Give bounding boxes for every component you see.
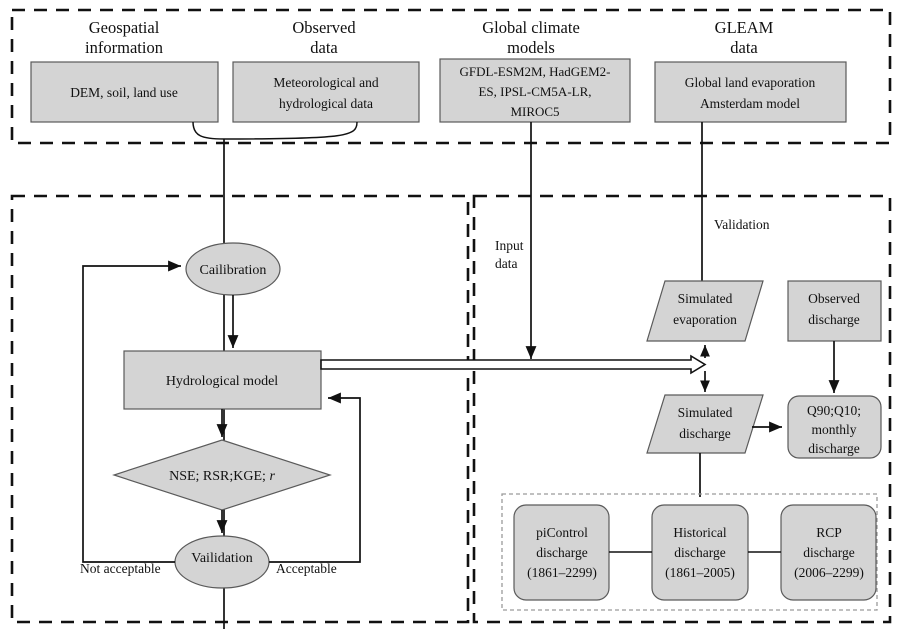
node-flow-metrics xyxy=(787,395,882,459)
label-input-data-line2: data xyxy=(495,256,518,271)
node-simulated-evaporation xyxy=(646,280,764,342)
node-historical-line2: discharge xyxy=(674,545,725,560)
node-metrics-prefix: NSE; RSR;KGE; xyxy=(169,469,269,484)
col-observed-heading-line2: data xyxy=(310,38,338,57)
col-gleam-heading-line2: data xyxy=(730,38,758,57)
label-input-data-line1: Input xyxy=(495,238,524,253)
node-historical-line1: Historical xyxy=(673,525,726,540)
node-simulated-evaporation-line2: evaporation xyxy=(673,312,737,327)
node-observed-discharge-line1: Observed xyxy=(808,291,860,306)
col-observed-heading-line1: Observed xyxy=(292,18,356,37)
node-validation-label: Vailidation xyxy=(191,551,252,566)
box-global-climate-models xyxy=(439,58,631,123)
node-simulated-evaporation-line1: Simulated xyxy=(678,291,733,306)
col-gcm-heading-line1: Global climate xyxy=(482,18,580,37)
node-historical-line3: (1861–2005) xyxy=(665,565,735,580)
col-gcm-heading-line2: models xyxy=(507,38,555,57)
node-hydrological-model xyxy=(123,350,322,410)
node-rcp-line1: RCP xyxy=(816,525,842,540)
box-meteorological-hydrological-data xyxy=(232,61,420,123)
box-gleam-line1: Global land evaporation xyxy=(685,75,816,90)
right-group-boundary xyxy=(472,194,892,624)
node-picontrol-line2: discharge xyxy=(536,545,587,560)
node-simulated-discharge xyxy=(646,394,764,454)
connector-merge-geospatial-observed xyxy=(192,121,225,140)
connector-acceptable-loop xyxy=(269,392,361,563)
node-rcp-line3: (2006–2299) xyxy=(794,565,864,580)
box-dem-soil-landuse-label: DEM, soil, land use xyxy=(70,85,178,100)
node-picontrol-line3: (1861–2299) xyxy=(527,565,597,580)
node-simulated-discharge-line1: Simulated xyxy=(678,405,733,420)
box-dem-soil-landuse xyxy=(30,61,219,123)
node-calibration-label: Cailibration xyxy=(200,263,267,278)
label-acceptable: Acceptable xyxy=(276,561,337,576)
box-meteorological-line1: Meteorological and xyxy=(273,75,379,90)
connector-not-acceptable-loop xyxy=(82,260,182,563)
node-observed-discharge-line2: discharge xyxy=(808,312,859,327)
node-metrics-label: NSE; RSR;KGE; r xyxy=(169,469,275,484)
left-group-boundary xyxy=(10,194,470,624)
box-gcm-line3: MIROC5 xyxy=(510,104,559,119)
node-flow-metrics-line2: monthly xyxy=(811,422,856,437)
node-simulated-discharge-line2: discharge xyxy=(679,426,730,441)
node-hydrological-model-label: Hydrological model xyxy=(166,374,278,389)
scenario-group-boundary xyxy=(501,493,878,611)
col-gleam-heading-line1: GLEAM xyxy=(715,18,774,37)
connector-model-output-hollow-arrow xyxy=(320,354,707,375)
box-meteorological-line2: hydrological data xyxy=(279,96,373,111)
box-gcm-line2: ES, IPSL-CM5A-LR, xyxy=(478,84,591,99)
col-geospatial-heading-line2: information xyxy=(85,38,163,57)
node-rcp-line2: discharge xyxy=(803,545,854,560)
node-metrics-italic-r: r xyxy=(269,469,275,484)
box-gleam-model xyxy=(654,61,847,123)
col-geospatial-heading-line1: Geospatial xyxy=(89,18,160,37)
node-picontrol-line1: piControl xyxy=(536,525,588,540)
box-gcm-line1: GFDL-ESM2M, HadGEM2- xyxy=(460,64,611,79)
label-not-acceptable: Not acceptable xyxy=(80,561,161,576)
node-observed-discharge xyxy=(787,280,882,342)
label-validation-section: Validation xyxy=(714,217,770,232)
node-flow-metrics-line3: discharge xyxy=(808,441,859,456)
node-flow-metrics-line1: Q90;Q10; xyxy=(807,403,861,418)
box-gleam-line2: Amsterdam model xyxy=(700,96,800,111)
connector-merge-observed-down xyxy=(223,121,358,140)
